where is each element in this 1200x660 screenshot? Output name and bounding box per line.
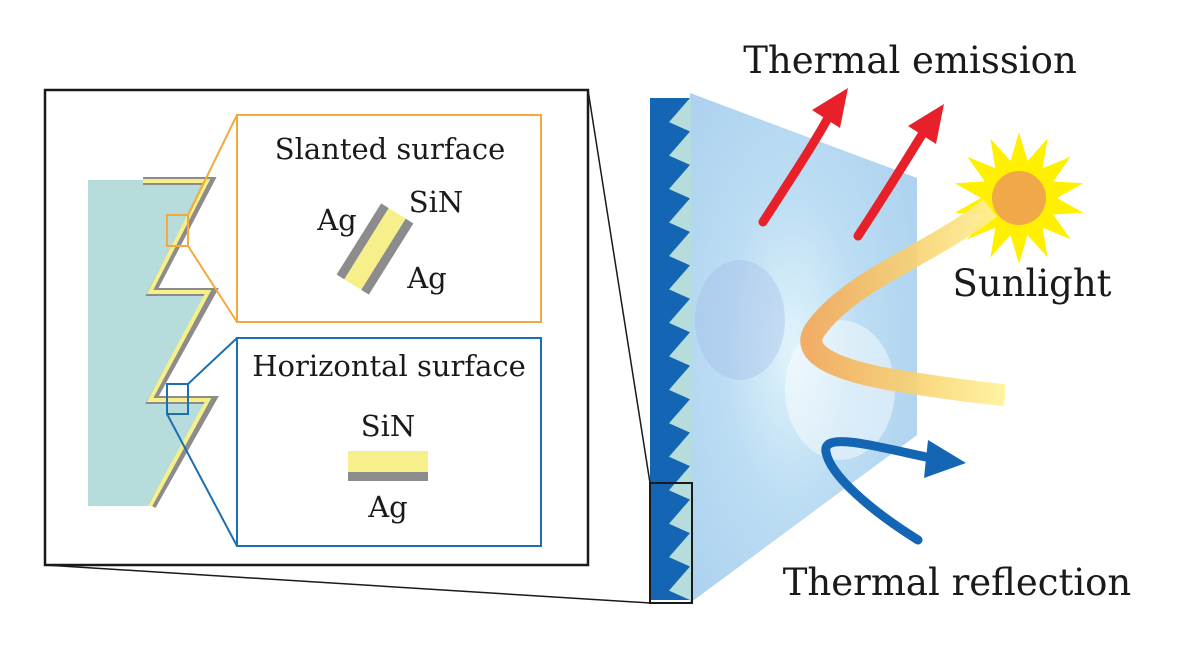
sun-core (992, 171, 1046, 225)
horizontal-sin-label: SiN (361, 409, 416, 443)
slanted-callout-marker (166, 214, 189, 247)
horizontal-ag-layer (348, 472, 428, 481)
thermal-emission-arrows (758, 88, 944, 241)
ag-layer-section (143, 177, 219, 508)
slanted-layer-stack (336, 203, 414, 295)
horizontal-callout-marker (166, 383, 189, 415)
horizontal-ag-label: Ag (367, 490, 408, 524)
slanted-connector-bottom (187, 245, 238, 323)
thermal-reflection-arrow (821, 437, 931, 545)
slanted-sin-label: SiN (409, 185, 464, 219)
horizontal-connector-bottom (166, 413, 238, 547)
horizontal-surface-box (236, 337, 542, 547)
thermal-reflection-arrowhead (924, 440, 966, 478)
slanted-ag-left-label: Ag (316, 203, 357, 237)
horizontal-surface-title: Horizontal surface (252, 349, 526, 383)
glass-highlight (695, 260, 785, 380)
horizontal-connector-top (187, 337, 238, 385)
sunlight-path (800, 199, 1006, 406)
slanted-ag-right-label: Ag (406, 261, 447, 295)
thermal-reflection-label: Thermal reflection (783, 561, 1132, 604)
sawtooth-film (650, 98, 690, 600)
sin-layer-section (143, 179, 212, 507)
zoom-source-box (649, 482, 693, 604)
sunlight-label: Sunlight (952, 262, 1111, 305)
thermal-emission-label: Thermal emission (743, 39, 1077, 82)
zoom-line-top (587, 89, 651, 484)
horizontal-sin-layer (348, 451, 428, 472)
substrate-section (88, 180, 210, 506)
slanted-connector-top (187, 114, 238, 216)
zoom-line-bottom (44, 564, 651, 604)
slanted-surface-title: Slanted surface (275, 132, 506, 166)
